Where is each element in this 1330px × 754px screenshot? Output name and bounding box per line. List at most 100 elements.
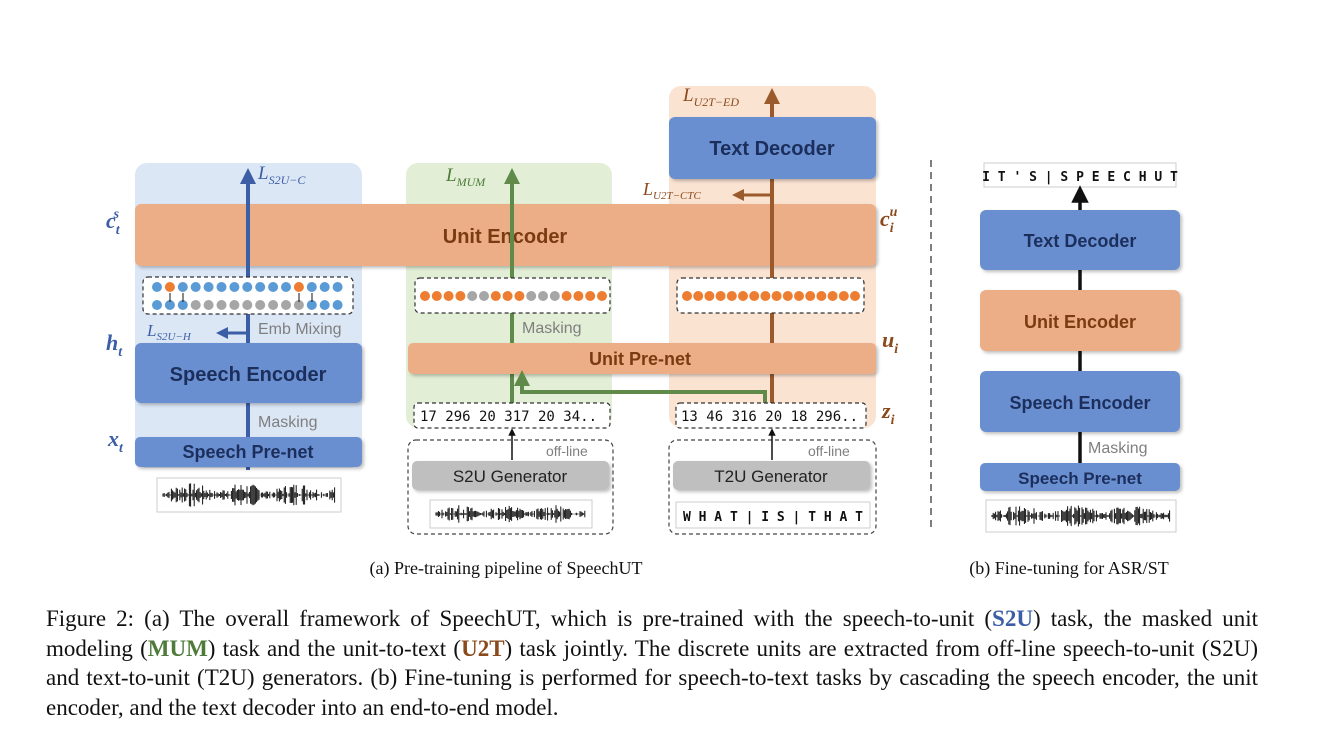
unit-dot	[838, 291, 849, 301]
unit-dot	[242, 282, 253, 292]
subcaption-b: (b) Fine-tuning for ASR/ST	[969, 558, 1169, 579]
u2t-dots-box	[676, 277, 865, 314]
unit-seq-t2u: 13 46 316 20 18 296..	[681, 409, 858, 425]
unit-dot	[281, 300, 291, 310]
ft-output-box	[983, 162, 1177, 188]
loss-mum: LMUM	[445, 165, 486, 189]
unit-dot	[203, 300, 214, 310]
speech-encoder-block	[135, 343, 362, 403]
caption-mum: MUM	[147, 635, 208, 661]
unit-dot	[816, 291, 827, 301]
ft-speech-encoder-block	[980, 371, 1180, 432]
unit-dot	[152, 282, 162, 292]
loss-u2t-ctc: LU2T−CTC	[642, 179, 701, 202]
figure-diagram: Unit Encoder LS2U−C Emb Mixing LS2U−H Sp…	[106, 85, 1180, 579]
u2t-dots	[682, 291, 860, 301]
unit-dot	[164, 300, 175, 310]
ft-unit-encoder-block	[980, 290, 1180, 351]
caption-part-3: ) task and the unit-to-text (	[207, 635, 462, 661]
text-decoder-label: Text Decoder	[709, 138, 834, 160]
ft-masking-label: Masking	[1088, 440, 1148, 457]
unit-dot	[850, 291, 860, 301]
speech-waveform-icon	[991, 505, 1171, 527]
s2u-h-arrow	[216, 327, 250, 342]
unit-dot	[332, 282, 343, 292]
unit-dot	[229, 282, 240, 292]
subcaption-a: (a) Pre-training pipeline of SpeechUT	[370, 558, 643, 579]
unit-dot	[268, 282, 279, 292]
unit-seq-s2u: 17 296 20 317 20 34..	[420, 409, 597, 425]
unit-dot	[216, 282, 227, 292]
unit-encoder-block	[135, 204, 876, 266]
unit-dot	[242, 300, 253, 310]
unit-dot	[760, 291, 771, 301]
unit-dot	[726, 291, 737, 301]
caption-part-4: ) task jointly. The discrete units are e…	[46, 635, 1258, 720]
unit-dot	[585, 291, 596, 301]
unit-dot	[682, 291, 692, 301]
symbol-x-t: xt	[107, 426, 124, 456]
unit-dot	[177, 282, 188, 292]
unit-dot	[827, 291, 838, 301]
unit-dot	[573, 291, 584, 301]
u2t-ctc-arrow	[732, 189, 774, 204]
speech-prenet-block	[135, 437, 362, 467]
unit-dot	[152, 300, 162, 310]
caption-part-2: ) task, the masked unit modeling (	[46, 606, 1258, 661]
unit-dot	[306, 300, 317, 310]
masking-label-s2u: Masking	[258, 414, 318, 431]
offline-label-t2u: off-line	[808, 443, 850, 459]
unit-dot	[704, 291, 715, 301]
emb-dots-top	[152, 282, 343, 292]
emb-mixing-label: Emb Mixing	[258, 321, 342, 338]
ft-unit-encoder-label: Unit Encoder	[1024, 312, 1136, 332]
unit-dot	[293, 300, 304, 310]
unit-dot	[431, 291, 442, 301]
s2u-generator-container	[407, 439, 614, 535]
waveform-box-s2u-gen	[429, 499, 593, 529]
unit-dot	[420, 291, 430, 301]
ft-output-text: I T ' S | S P E E C H U T	[982, 170, 1178, 185]
text-input: W H A T | I S | T H A T	[683, 510, 863, 525]
symbol-u-i: ui	[882, 327, 898, 357]
ft-speech-prenet-block	[980, 463, 1180, 491]
unit-dot	[443, 291, 454, 301]
unit-dot	[514, 291, 525, 301]
symbol-h-t: ht	[106, 330, 123, 360]
symbol-c-s-t: cts	[106, 207, 121, 238]
caption-part-1: Figure 2: (a) The overall framework of S…	[46, 606, 993, 631]
unit-dot	[467, 291, 478, 301]
unit-dot	[715, 291, 726, 301]
loss-s2u-h: LS2U−H	[146, 321, 192, 343]
unit-dot	[190, 300, 201, 310]
ft-text-decoder-label: Text Decoder	[1024, 231, 1137, 251]
unit-dot	[177, 300, 188, 310]
text-decoder-block	[669, 117, 876, 179]
unit-dot	[281, 282, 291, 292]
unit-dot	[255, 300, 266, 310]
unit-dot	[794, 291, 804, 301]
unit-dot	[561, 291, 572, 301]
caption-u2t: U2T	[461, 635, 505, 661]
unit-dot	[693, 291, 704, 301]
symbol-z-i: zi	[881, 398, 895, 428]
t2u-to-mum-arrow	[514, 370, 767, 404]
unit-dot	[164, 282, 175, 292]
loss-u2t-ed: LU2T−ED	[682, 85, 739, 109]
t2u-generator-block	[673, 461, 870, 490]
emb-mix-arrows	[169, 293, 313, 302]
loss-s2u-c: LS2U−C	[257, 163, 306, 187]
unit-prenet-label: Unit Pre-net	[589, 349, 691, 369]
unit-dot	[319, 282, 330, 292]
emb-dots-bottom	[152, 300, 343, 310]
unit-prenet-block	[408, 343, 876, 374]
mum-dots	[420, 291, 607, 301]
unit-dot	[782, 291, 793, 301]
text-input-box	[675, 501, 871, 529]
unit-seq-box-s2u	[413, 402, 611, 429]
figure-caption: Figure 2: (a) The overall framework of S…	[46, 604, 1258, 722]
ft-speech-prenet-label: Speech Pre-net	[1018, 469, 1142, 488]
unit-dot	[771, 291, 782, 301]
unit-dot	[538, 291, 548, 301]
unit-encoder-label: Unit Encoder	[443, 226, 568, 248]
